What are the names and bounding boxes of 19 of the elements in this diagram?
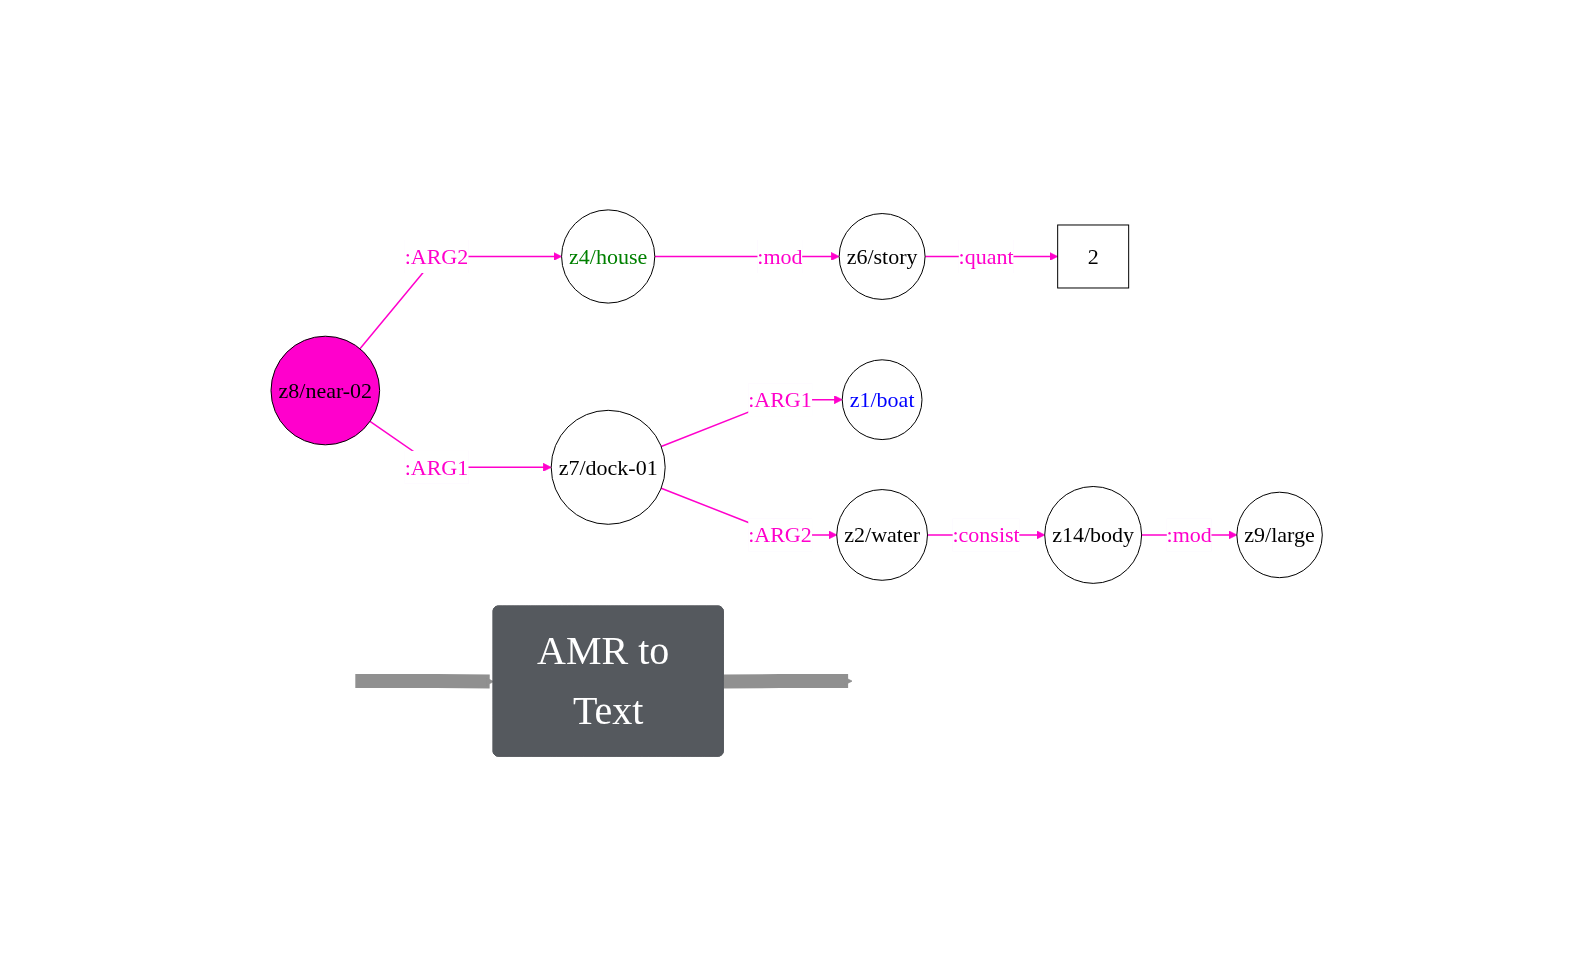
node-box: 2 — [1057, 224, 1129, 289]
node-circle: z14/body — [1044, 486, 1142, 584]
edge-label: :ARG2 — [748, 522, 812, 548]
edge-label: :mod — [757, 243, 803, 269]
edge-label: :quant — [958, 243, 1014, 269]
arrow — [723, 674, 853, 689]
edge-label: :ARG1 — [748, 387, 812, 413]
node-circle: z7/dock-01 — [550, 409, 666, 525]
node-circle: z1/boat — [841, 359, 923, 441]
node-circle: z6/story — [838, 213, 926, 300]
node-circle: z2/water — [836, 489, 928, 581]
arrow — [355, 674, 494, 689]
node-circle: z8/near-02 — [270, 335, 380, 446]
edge-label: :ARG1 — [404, 454, 469, 480]
edge-label: :ARG2 — [404, 243, 469, 269]
node-circle: z4/house — [560, 209, 656, 304]
node-circle: z9/large — [1236, 491, 1323, 579]
edge-label: :consist — [952, 522, 1020, 548]
edge-label: :mod — [1166, 522, 1212, 548]
